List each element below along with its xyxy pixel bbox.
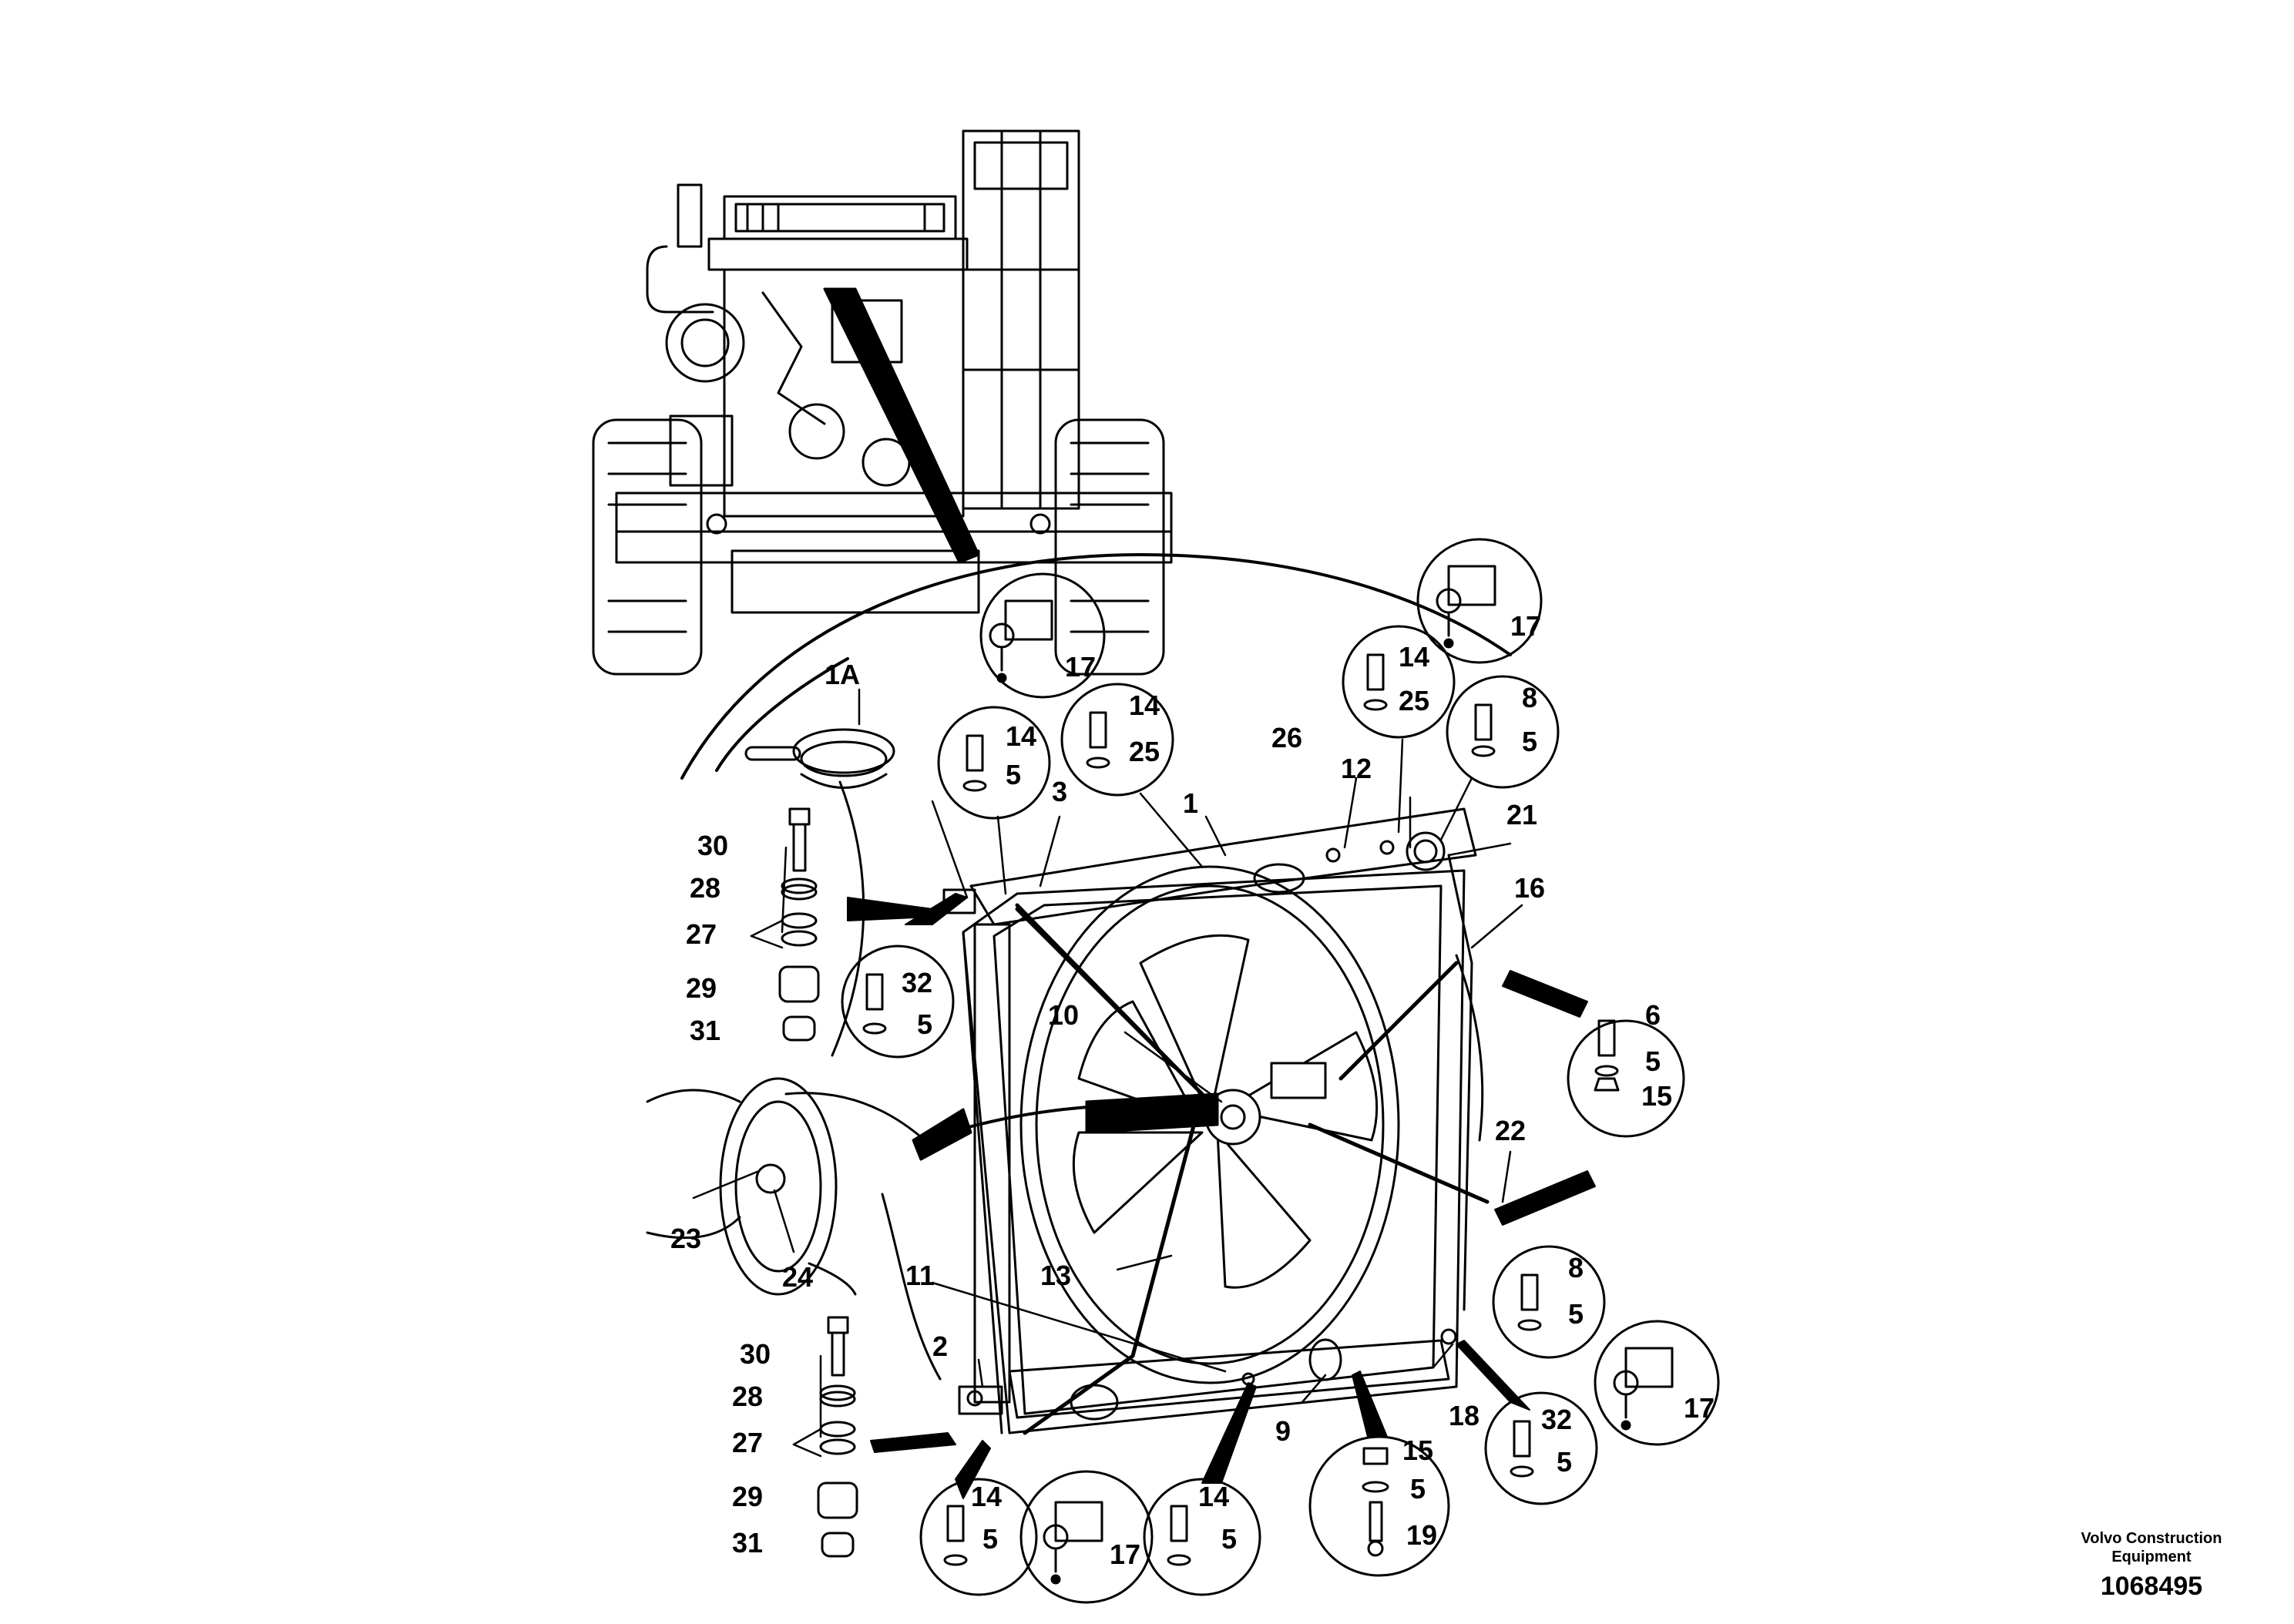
label-9: 9: [1275, 1415, 1291, 1447]
label-10: 10: [1048, 999, 1079, 1031]
callout-c14: [1019, 1470, 1154, 1604]
callout-c11: [1484, 1391, 1598, 1505]
callout-c2-5: 5: [1006, 759, 1021, 790]
brand-text: Volvo Construction Equipment: [2063, 1529, 2240, 1566]
callout-c1: [979, 572, 1106, 699]
callout-c2-14: 14: [1006, 720, 1036, 752]
brand-line-1: Volvo Construction: [2081, 1530, 2222, 1547]
callout-c7-5: 5: [917, 1008, 932, 1040]
label-26: 26: [1271, 722, 1302, 753]
stack-top-28: 28: [690, 872, 720, 904]
mount-stack-top: [778, 807, 820, 1042]
machine-overview: [592, 129, 1173, 676]
radiator-cap: [744, 728, 895, 789]
stack-bottom-30: 30: [740, 1338, 771, 1370]
callout-c8-5: 5: [1645, 1045, 1661, 1077]
stack-top-27: 27: [686, 918, 717, 950]
callout-c12-5: 5: [1410, 1473, 1426, 1505]
callout-c5-17: 17: [1510, 610, 1541, 642]
label-3: 3: [1052, 776, 1067, 807]
document-number: 1068495: [2100, 1572, 2203, 1601]
callout-c15: [1143, 1478, 1261, 1596]
callout-c14-17: 17: [1110, 1538, 1140, 1570]
callout-c10: [1594, 1320, 1720, 1446]
callout-c1-17: 17: [1065, 651, 1096, 683]
label-12: 12: [1341, 753, 1372, 784]
callout-c9-5: 5: [1568, 1298, 1584, 1330]
radiator-assembly: [942, 807, 1490, 1435]
callout-c8-6: 6: [1645, 999, 1661, 1031]
label-22: 22: [1495, 1115, 1526, 1146]
callout-c6-8: 8: [1522, 682, 1537, 713]
label-1: 1: [1183, 787, 1198, 819]
callout-c9: [1492, 1245, 1606, 1359]
callout-c11-32: 32: [1541, 1404, 1572, 1435]
callout-c13-5: 5: [982, 1523, 998, 1555]
callout-c7-32: 32: [902, 967, 932, 998]
leader-lines: [692, 688, 1523, 1458]
label-13: 13: [1040, 1260, 1071, 1291]
stack-top-30: 30: [697, 830, 728, 861]
callout-c6-5: 5: [1522, 726, 1537, 757]
callout-c4-14: 14: [1399, 641, 1429, 673]
callout-c15-14: 14: [1198, 1481, 1229, 1512]
callout-c5: [1416, 538, 1543, 664]
label-16: 16: [1514, 872, 1545, 904]
stack-top-29: 29: [686, 972, 717, 1004]
label-21: 21: [1506, 799, 1537, 830]
callout-c4: [1342, 625, 1456, 739]
stack-bottom-31: 31: [732, 1527, 763, 1559]
callout-c12-15: 15: [1402, 1434, 1433, 1466]
callout-c8-15: 15: [1641, 1080, 1672, 1112]
label-11: 11: [905, 1260, 935, 1291]
callout-c9-8: 8: [1568, 1252, 1584, 1283]
detail-outline: [680, 553, 1512, 780]
leader-arrows: [847, 893, 1596, 1499]
callout-c2: [937, 706, 1051, 820]
callout-c6: [1446, 675, 1560, 789]
mount-stack-bottom: [817, 1316, 858, 1558]
callout-c11-5: 5: [1557, 1446, 1572, 1478]
label-2: 2: [932, 1330, 948, 1362]
callout-c7: [841, 945, 955, 1059]
callout-c3-14: 14: [1129, 690, 1160, 721]
callout-c10-17: 17: [1684, 1392, 1715, 1424]
callout-c4-25: 25: [1399, 685, 1429, 716]
label-18: 18: [1449, 1400, 1480, 1431]
callout-c15-5: 5: [1221, 1523, 1237, 1555]
callout-c13: [919, 1478, 1038, 1596]
label-23: 23: [670, 1223, 701, 1254]
callout-c8: [1567, 1019, 1685, 1138]
callout-c3: [1060, 683, 1174, 797]
stack-bottom-29: 29: [732, 1481, 763, 1512]
brand-line-2: Equipment: [2111, 1549, 2192, 1565]
callout-c3-25: 25: [1129, 736, 1160, 767]
callout-c12-19: 19: [1406, 1519, 1437, 1551]
stack-bottom-27: 27: [732, 1427, 763, 1458]
label-1A: 1A: [825, 659, 860, 690]
callout-c13-14: 14: [971, 1481, 1002, 1512]
label-24: 24: [782, 1261, 813, 1293]
stack-top-31: 31: [690, 1015, 720, 1046]
part-labels: 1A 1 2 3 9 10 11 12 13 16 18 21 22 23 24…: [670, 610, 1715, 1570]
stack-bottom-28: 28: [732, 1381, 763, 1412]
